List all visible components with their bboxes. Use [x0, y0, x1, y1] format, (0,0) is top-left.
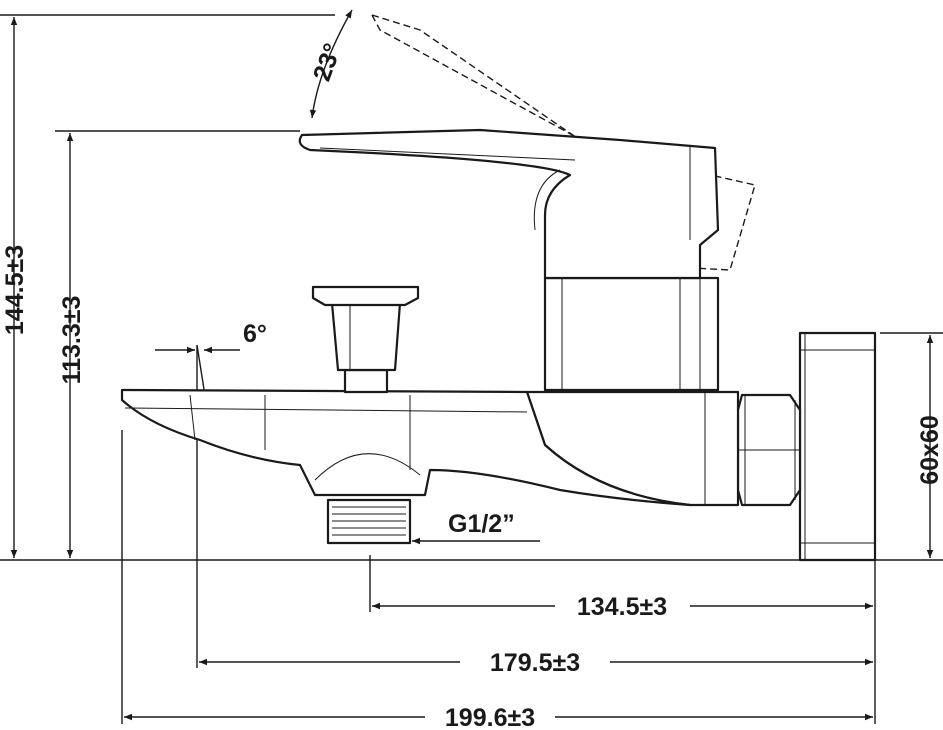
spout — [120, 388, 692, 507]
dimension-arrows — [10, 9, 934, 721]
flange-size-label: 60x60 — [916, 415, 943, 485]
body — [525, 276, 740, 507]
hex-nut — [736, 393, 802, 507]
outlet-distance-label: 134.5±3 — [577, 593, 667, 621]
total-length-label: 199.6±3 — [445, 704, 535, 730]
lever-angle-label: 23° — [308, 40, 347, 85]
diverter-knob — [311, 285, 420, 394]
lever — [298, 128, 720, 280]
outlet-thread — [326, 498, 412, 545]
wall-flange — [798, 331, 877, 562]
thread-label: G1/2” — [448, 510, 515, 538]
spout-reach-label: 179.5±3 — [490, 649, 580, 677]
lever-height-total-label: 144.5±3 — [1, 245, 29, 335]
spout-angle-label: 6° — [243, 320, 267, 348]
lever-height-label: 113.3±3 — [58, 296, 86, 385]
